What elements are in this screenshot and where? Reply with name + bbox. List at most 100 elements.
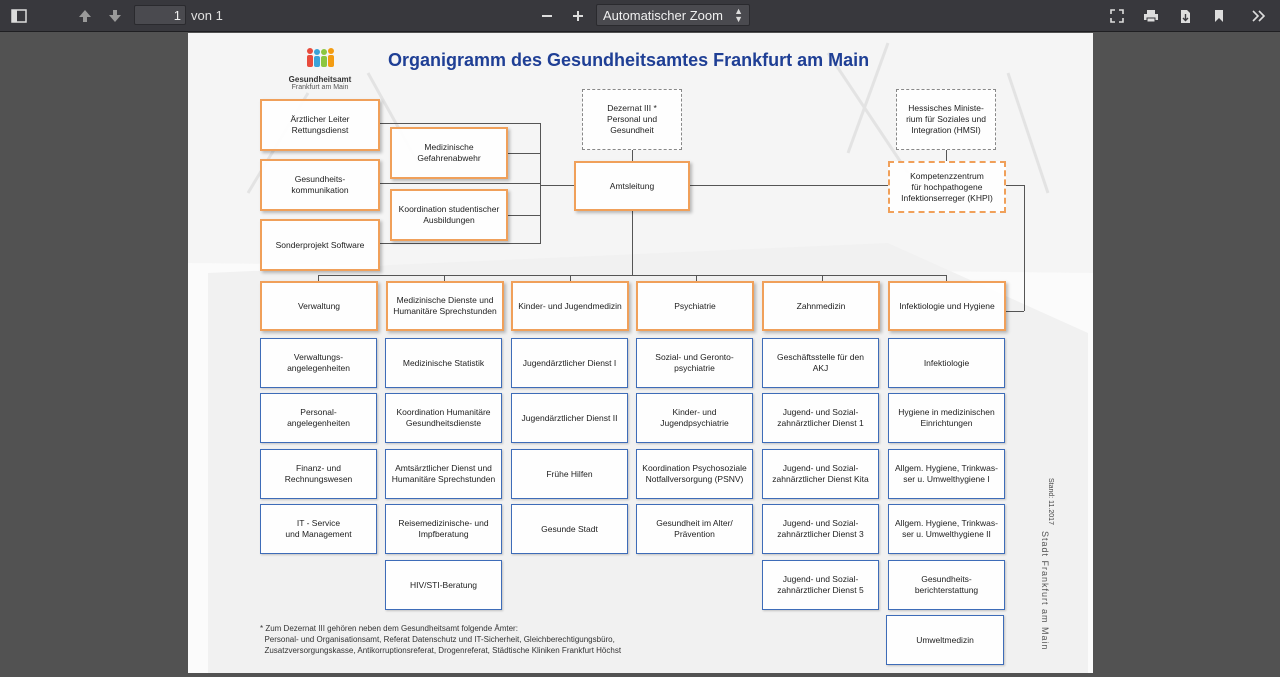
unit-label: Allgem. Hygiene, Trinkwas- ser u. Umwelt… [895,463,998,484]
connector-line [822,275,823,281]
pdf-toolbar: von 1 Automatischer Zoom ▲▼ [0,0,1280,32]
box-dezernat-iii: Dezernat III * Personal und Gesundheit [582,89,682,150]
unit-box: Amtsärztlicher Dienst und Humanitäre Spr… [385,449,502,499]
zoom-select[interactable]: Automatischer Zoom ▲▼ [596,4,750,26]
connector-line [540,185,574,186]
box-label: Gesundheits- kommunikation [291,174,349,195]
unit-label: Verwaltungs- angelegenheiten [287,352,350,373]
unit-label: HIV/STI-Beratung [409,579,478,590]
column-head-psychiatrie: Psychiatrie [636,281,754,331]
logo-name: Gesundheitsamt [288,75,352,84]
next-page-icon[interactable] [106,7,124,25]
connector-line [380,183,540,184]
bookmark-icon[interactable] [1210,7,1228,25]
zoom-select-value: Automatischer Zoom [603,8,723,23]
unit-label: Finanz- und Rechnungswesen [284,463,353,484]
column-head-verwaltung: Verwaltung [260,281,378,331]
unit-label: Jugendärztlicher Dienst II [521,412,618,423]
unit-box: Gesundheits- berichterstattung [888,560,1005,610]
unit-label: Jugend- und Sozial- zahnärztlicher Diens… [777,407,864,428]
select-arrows-icon: ▲▼ [734,6,743,24]
column-head-infektiologie-hygiene: Infektiologie und Hygiene [888,281,1006,331]
pdf-page: Gesundheitsamt Frankfurt am Main Organig… [188,33,1093,673]
unit-box: Allgem. Hygiene, Trinkwas- ser u. Umwelt… [888,449,1005,499]
zoom-in-icon[interactable] [569,7,587,25]
sidebar-toggle-icon[interactable] [10,7,28,25]
column-head-label: Verwaltung [297,300,341,311]
connector-line [380,243,540,244]
unit-label: Gesundheits- berichterstattung [914,574,979,595]
unit-box: Jugend- und Sozial- zahnärztlicher Diens… [762,449,879,499]
column-head-label: Medizinische Dienste und Humanitäre Spre… [393,295,497,316]
unit-box: Gesundheit im Alter/ Prävention [636,504,753,554]
box-label: Sonderprojekt Software [275,239,365,250]
column-head-label: Zahnmedizin [796,300,846,311]
unit-label: Gesunde Stadt [541,523,598,534]
box-label: Dezernat III * Personal und Gesundheit [606,103,658,135]
unit-box: Infektiologie [888,338,1005,388]
unit-box: Jugend- und Sozial- zahnärztlicher Diens… [762,504,879,554]
unit-label: Personal- angelegenheiten [287,407,350,428]
unit-label: IT - Service und Management [285,518,352,539]
unit-box: Reisemedizinische- und Impfberatung [385,504,502,554]
unit-label: Hygiene in medizinischen Einrichtungen [898,407,995,428]
connector-line [632,150,633,161]
column-head-medizinische-dienste: Medizinische Dienste und Humanitäre Spre… [386,281,504,331]
box-label: Ärztlicher Leiter Rettungsdienst [290,114,350,135]
download-icon[interactable] [1176,7,1194,25]
box-hmsi: Hessisches Ministe- rium für Soziales un… [896,89,996,150]
unit-box: Jugendärztlicher Dienst I [511,338,628,388]
unit-box: Verwaltungs- angelegenheiten [260,338,377,388]
unit-box: Jugend- und Sozial- zahnärztlicher Diens… [762,393,879,443]
column-head-label: Infektiologie und Hygiene [899,300,995,311]
connector-line [318,275,319,281]
tools-menu-icon[interactable] [1250,7,1268,25]
previous-page-icon[interactable] [76,7,94,25]
zoom-out-icon[interactable] [538,7,556,25]
box-gesundheitskommunikation: Gesundheits- kommunikation [260,159,380,211]
unit-label: Allgem. Hygiene, Trinkwas- ser u. Umwelt… [895,518,998,539]
page-number-input[interactable] [134,5,186,25]
unit-box: IT - Service und Management [260,504,377,554]
family-logo-icon [307,48,334,67]
box-amtsleitung: Amtsleitung [574,161,690,211]
unit-label: Sozial- und Geronto- psychiatrie [655,352,734,373]
unit-box: Jugend- und Sozial- zahnärztlicher Diens… [762,560,879,610]
connector-line [444,275,445,281]
print-icon[interactable] [1142,7,1160,25]
unit-label: Koordination Psychosoziale Notfallversor… [642,463,747,484]
unit-label: Frühe Hilfen [546,468,593,479]
unit-box: Koordination Psychosoziale Notfallversor… [636,449,753,499]
logo-subtitle: Frankfurt am Main [291,84,349,91]
unit-label: Jugend- und Sozial- zahnärztlicher Diens… [777,574,864,595]
presentation-mode-icon[interactable] [1108,7,1126,25]
connector-line [318,275,946,276]
unit-box: Frühe Hilfen [511,449,628,499]
column-head-label: Psychiatrie [674,300,716,311]
box-medizinische-gefahrenabwehr: Medizinische Gefahrenabwehr [390,127,508,179]
unit-box: Finanz- und Rechnungswesen [260,449,377,499]
box-label: Medizinische Gefahrenabwehr [417,142,481,163]
dezernat-footnote: * Zum Dezernat III gehören neben dem Ges… [260,623,621,656]
connector-line [696,275,697,281]
connector-line [946,150,947,161]
box-label: Hessisches Ministe- rium für Soziales un… [906,103,986,135]
column-head-label: Kinder- und Jugendmedizin [518,300,622,311]
unit-label: Reisemedizinische- und Impfberatung [398,518,489,539]
column-head-zahnmedizin: Zahnmedizin [762,281,880,331]
unit-box: Medizinische Statistik [385,338,502,388]
unit-label: Kinder- und Jugendpsychiatrie [660,407,729,428]
stadt-frankfurt-logo: Stadt Frankfurt am Main [1040,531,1050,651]
unit-box: Gesunde Stadt [511,504,628,554]
unit-box: Koordination Humanitäre Gesundheitsdiens… [385,393,502,443]
connector-line [690,185,888,186]
box-label: Amtsleitung [609,180,655,191]
column-head-kinder-jugendmedizin: Kinder- und Jugendmedizin [511,281,629,331]
unit-box: Kinder- und Jugendpsychiatrie [636,393,753,443]
footnote-line: Personal- und Organisationsamt, Referat … [260,635,615,644]
unit-label: Koordination Humanitäre Gesundheitsdiens… [396,407,491,428]
unit-box: Personal- angelegenheiten [260,393,377,443]
box-koordination-studentischer-ausbildungen: Koordination studentischer Ausbildungen [390,189,508,241]
unit-label: Jugend- und Sozial- zahnärztlicher Diens… [777,518,864,539]
unit-label: Infektiologie [923,357,970,368]
